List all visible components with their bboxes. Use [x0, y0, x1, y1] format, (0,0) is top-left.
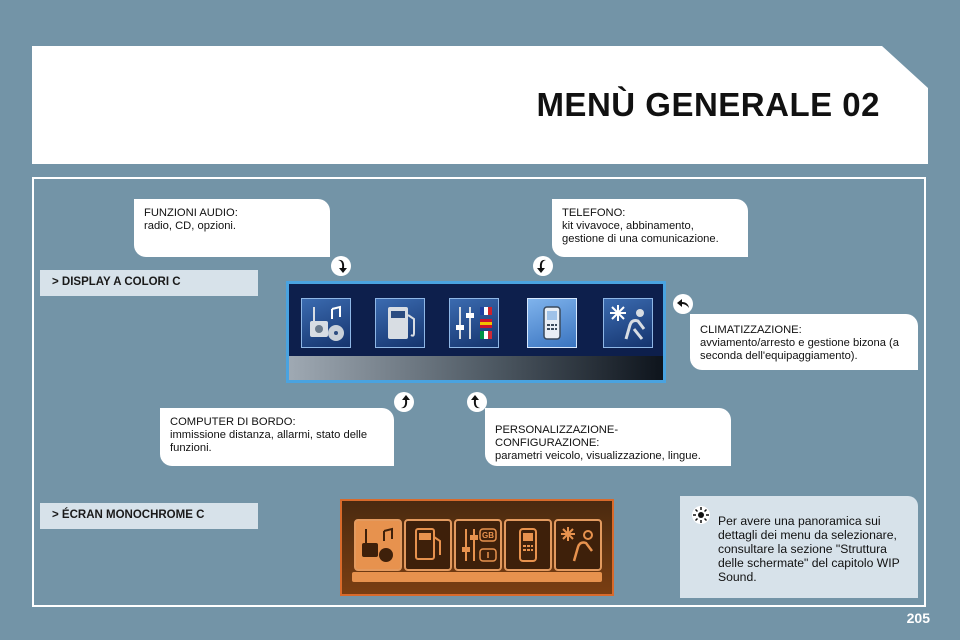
- mono-tile-phone[interactable]: [504, 519, 552, 571]
- content-frame: [32, 177, 926, 607]
- climate-icon: [610, 305, 646, 340]
- page-title: MENÙ GENERALE 02: [536, 86, 880, 123]
- section-label-mono-display: > ÉCRAN MONOCHROME C: [40, 503, 258, 529]
- menu-tile-climate[interactable]: [603, 298, 653, 348]
- mono-tile-audio[interactable]: [354, 519, 402, 571]
- menu-tile-computer[interactable]: [375, 298, 425, 348]
- mono-tile-settings[interactable]: GB: [454, 519, 502, 571]
- arrow-down-icon: [331, 256, 351, 276]
- arrow-down-icon: [533, 256, 553, 276]
- section-label-color-display: > DISPLAY A COLORI C: [40, 270, 258, 296]
- page-number: 205: [906, 610, 930, 626]
- arrow-back-icon: [673, 294, 693, 314]
- callout-computer-title: COMPUTER DI BORDO:: [170, 416, 296, 428]
- mono-tile-climate[interactable]: [554, 519, 602, 571]
- fuel-pump-icon: [388, 307, 415, 339]
- menu-tile-settings[interactable]: [449, 298, 499, 348]
- callout-personalizzazione-title: PERSONALIZZAZIONE-CONFIGURAZIONE:: [495, 424, 619, 449]
- callout-clima-title: CLIMATIZZAZIONE:: [700, 324, 802, 336]
- mono-display-screen: GB: [340, 499, 614, 596]
- callout-personalizzazione-desc: parametri veicolo, visualizzazione, ling…: [495, 450, 701, 462]
- settings-flags-icon: [456, 307, 492, 339]
- menu-tile-phone[interactable]: [527, 298, 577, 348]
- color-display-status-bar: [289, 356, 663, 380]
- phone-icon: [519, 528, 537, 562]
- callout-clima-desc: avviamento/arresto e gestione bizona (a …: [700, 337, 900, 362]
- callout-telefono-title: TELEFONO:: [562, 207, 626, 219]
- sun-icon: [692, 506, 710, 524]
- color-display-screen: [286, 281, 666, 383]
- callout-audio-title: FUNZIONI AUDIO:: [144, 207, 238, 219]
- info-text: Per avere una panoramica sui dettagli de…: [718, 514, 900, 584]
- callout-telefono: TELEFONO: kit vivavoce, abbinamento, ges…: [552, 199, 748, 257]
- menu-tile-audio[interactable]: [301, 298, 351, 348]
- language-label: GB: [482, 531, 494, 540]
- callout-computer-desc: immissione distanza, allarmi, stato dell…: [170, 429, 368, 454]
- fuel-pump-icon: [415, 528, 441, 560]
- info-box: Per avere una panoramica sui dettagli de…: [680, 496, 918, 598]
- callout-audio: FUNZIONI AUDIO: radio, CD, opzioni.: [134, 199, 330, 257]
- settings-language-icon: GB: [462, 528, 497, 562]
- callout-telefono-desc: kit vivavoce, abbinamento, gestione di u…: [562, 220, 719, 245]
- mono-display-status-bar: [352, 572, 602, 582]
- climate-icon: [561, 527, 593, 562]
- audio-icon: [310, 305, 344, 341]
- callout-audio-desc: radio, CD, opzioni.: [144, 220, 237, 232]
- audio-icon: [362, 527, 393, 562]
- callout-personalizzazione: PERSONALIZZAZIONE-CONFIGURAZIONE: parame…: [485, 408, 731, 466]
- mono-tile-computer[interactable]: [404, 519, 452, 571]
- phone-icon: [543, 306, 561, 340]
- arrow-up-icon: [394, 392, 414, 412]
- callout-computer: COMPUTER DI BORDO: immissione distanza, …: [160, 408, 394, 466]
- arrow-up-icon: [467, 392, 487, 412]
- header-panel: MENÙ GENERALE 02: [32, 46, 928, 164]
- callout-clima: CLIMATIZZAZIONE: avviamento/arresto e ge…: [690, 314, 918, 370]
